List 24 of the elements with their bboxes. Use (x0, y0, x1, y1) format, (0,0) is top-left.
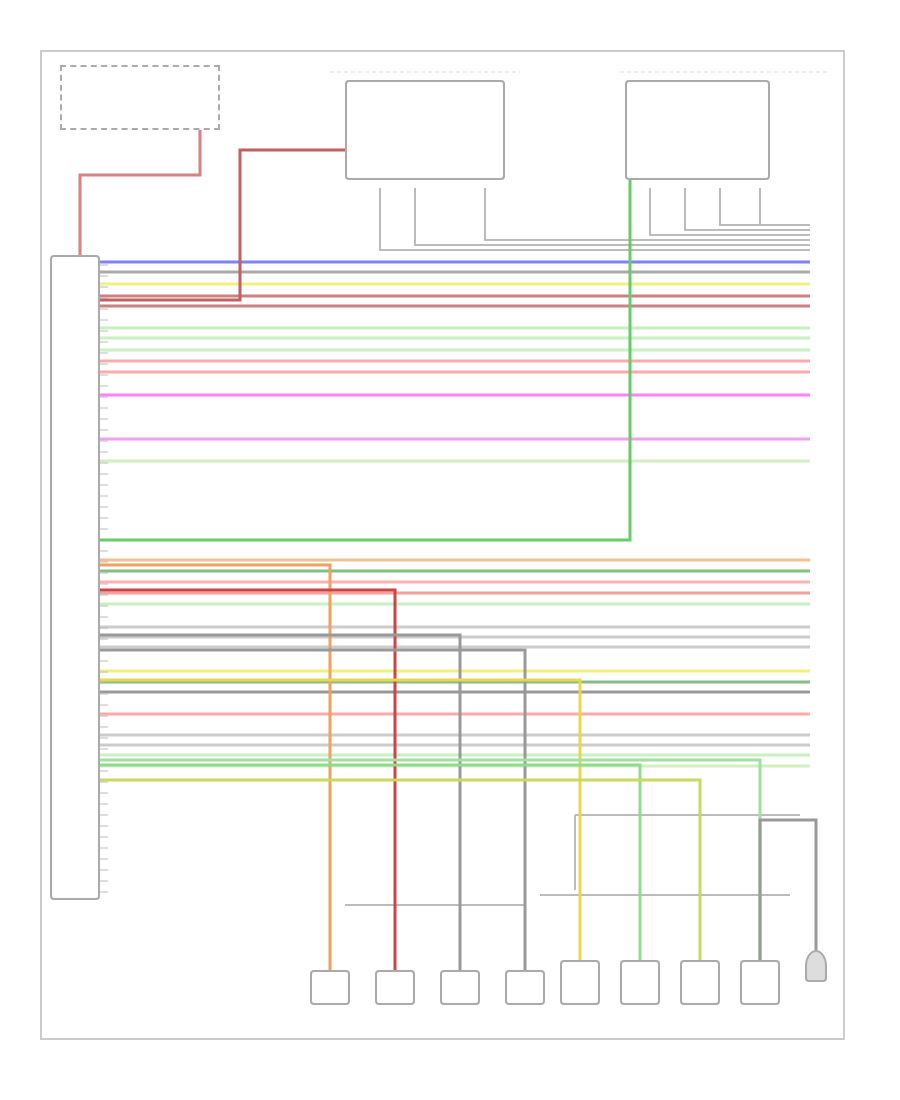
sensor (680, 960, 720, 1005)
wire (100, 148, 345, 302)
control-module-connector (50, 255, 100, 900)
sensor (560, 960, 600, 1005)
ignition-coil (375, 970, 415, 1005)
ignition-coil (310, 970, 350, 1005)
wire (100, 763, 642, 960)
wire (100, 588, 397, 970)
relay (625, 80, 770, 180)
wire (100, 633, 462, 970)
wire (758, 818, 818, 960)
wire (100, 678, 582, 960)
sensor (620, 960, 660, 1005)
wire (78, 130, 202, 255)
relay (345, 80, 505, 180)
wire (100, 648, 527, 970)
wire (100, 778, 702, 960)
ignition-coil (505, 970, 545, 1005)
ignition-coil (440, 970, 480, 1005)
wire (100, 180, 632, 542)
ignition-switch (60, 65, 220, 130)
wire (100, 563, 332, 970)
ground-symbol (805, 950, 827, 982)
sensor (740, 960, 780, 1005)
